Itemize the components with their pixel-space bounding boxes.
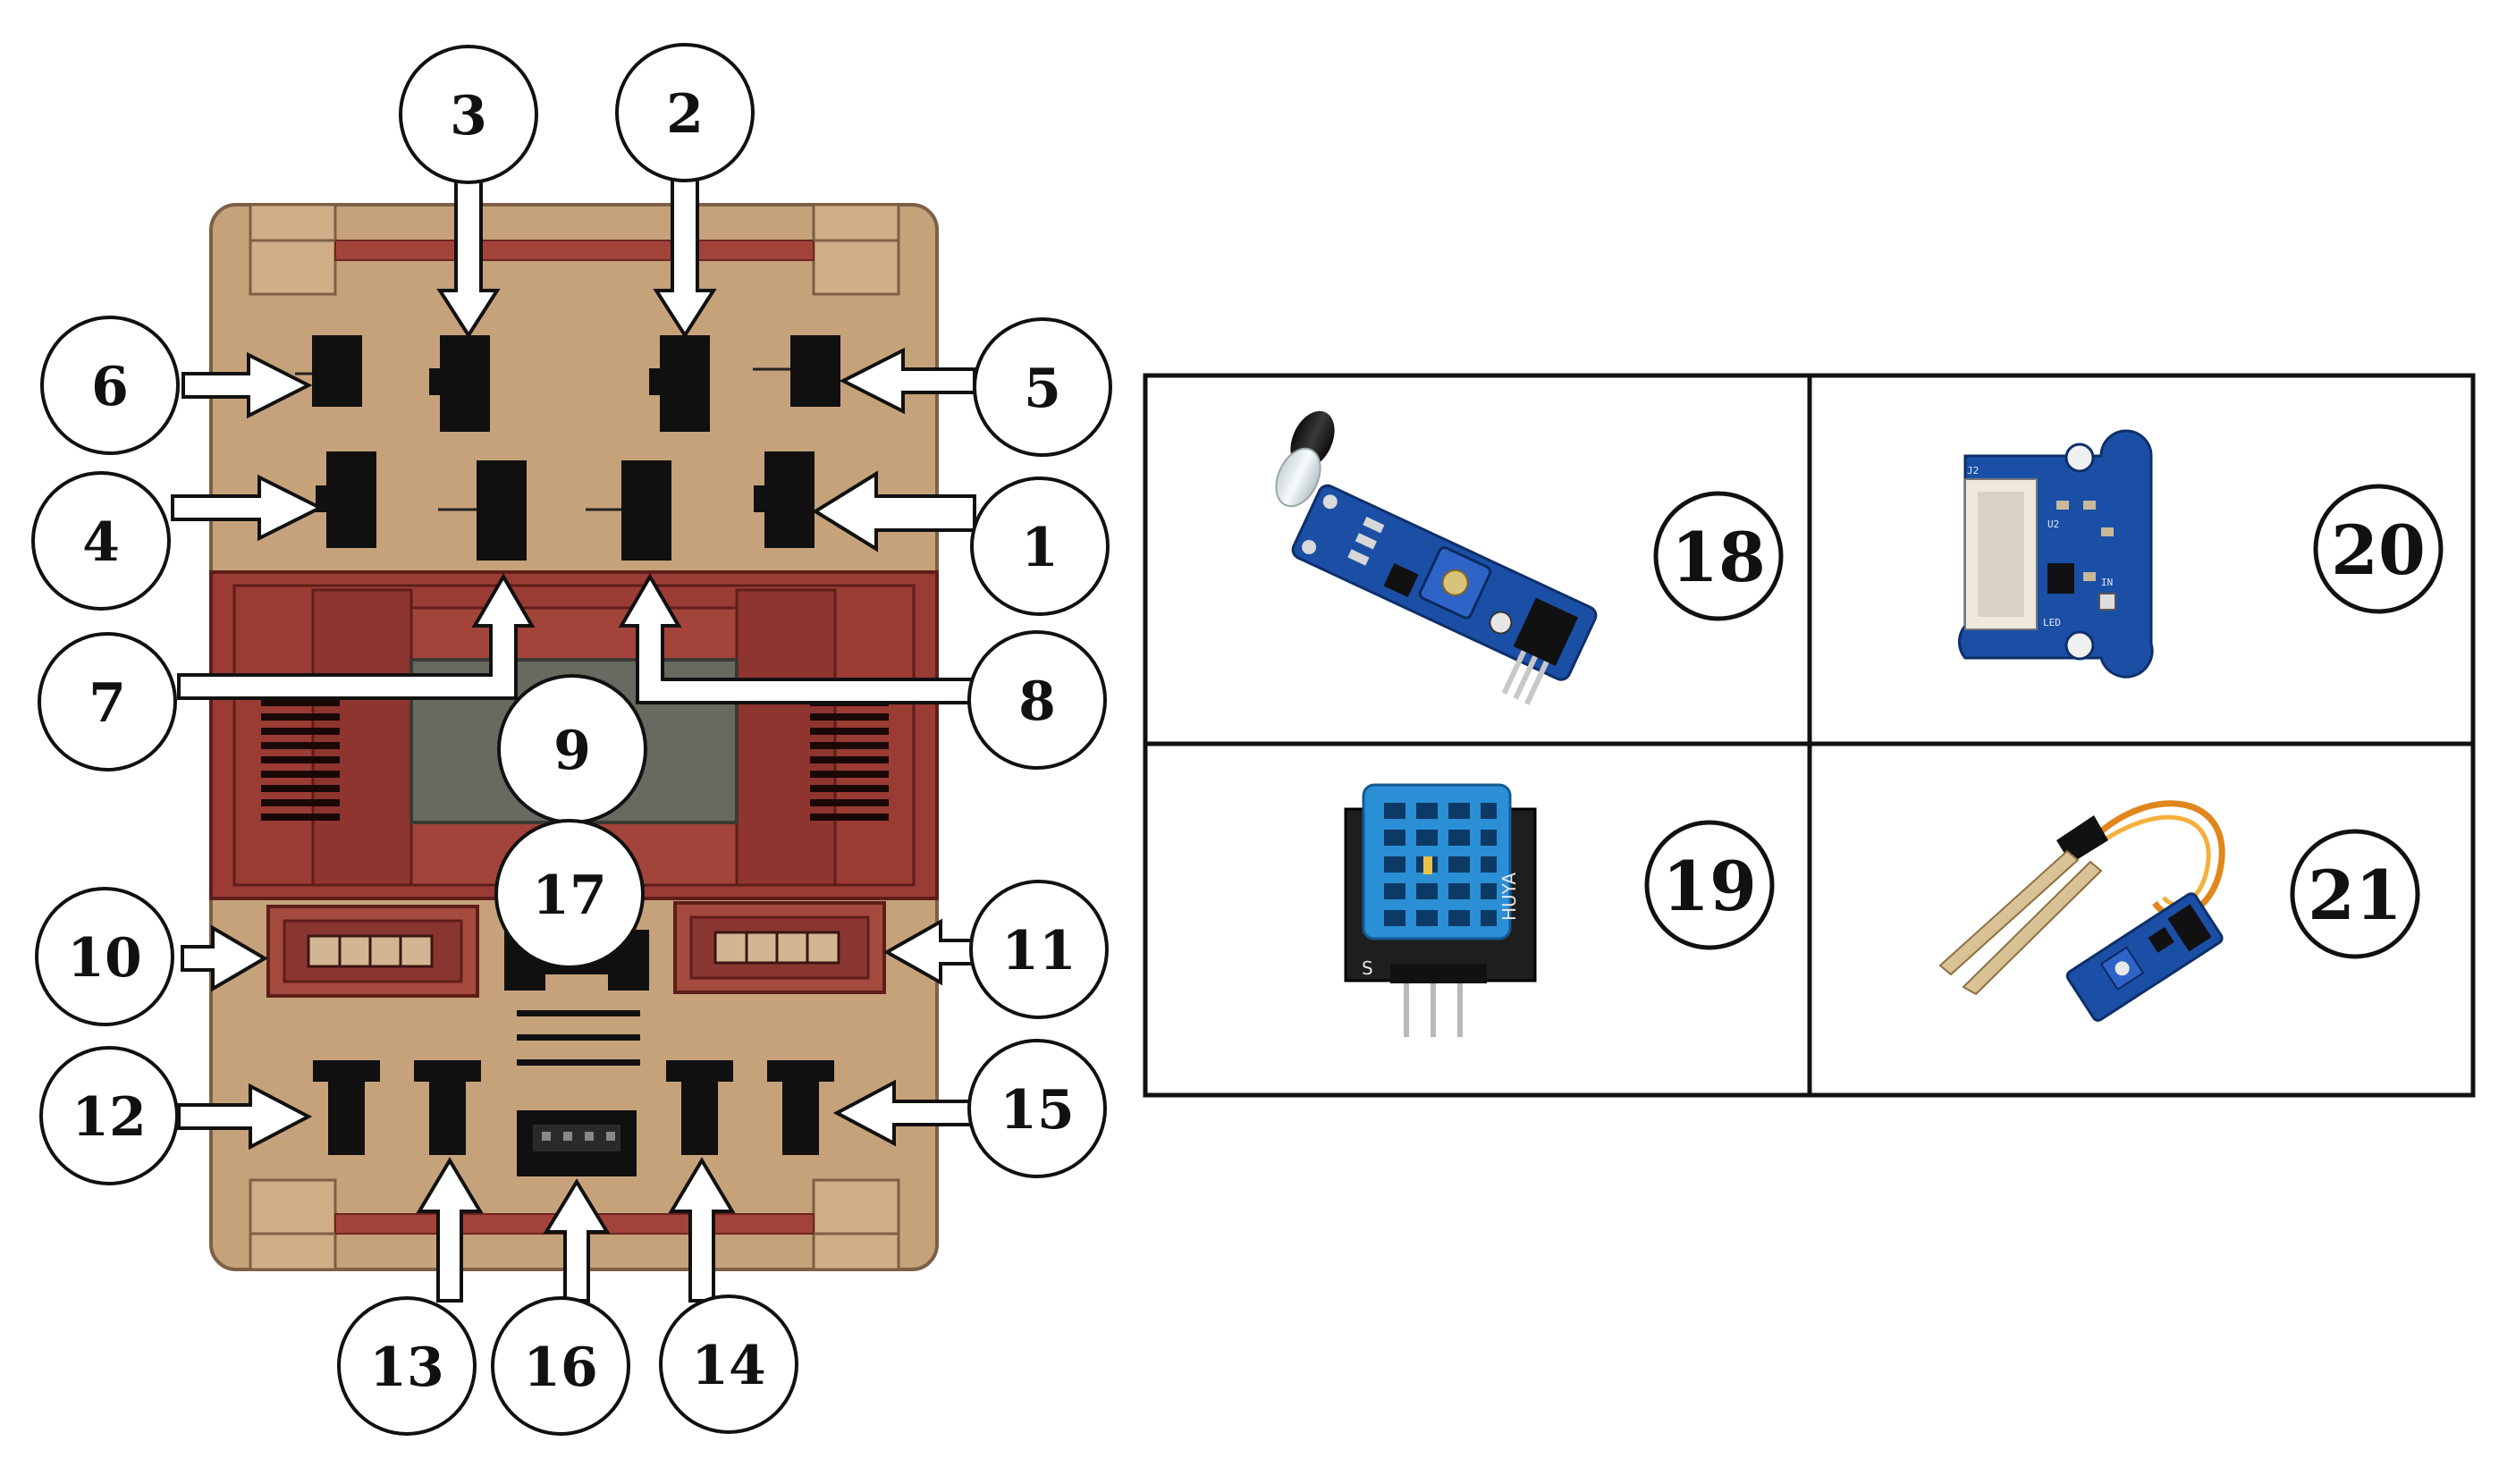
- callout-8: 8: [967, 630, 1107, 770]
- callout-label: 5: [1024, 358, 1061, 420]
- callout-label: 2: [666, 83, 704, 146]
- connector-2: [660, 335, 710, 432]
- callout-18: [1653, 491, 1784, 621]
- arrow-15: [832, 1079, 975, 1147]
- callout-label: 11: [1001, 920, 1076, 982]
- callout-5: 5: [973, 317, 1112, 457]
- callout-label: 18: [1671, 518, 1766, 597]
- callout-label: 16: [523, 1336, 598, 1399]
- lower-controls: [266, 901, 886, 1176]
- sensor-18-ir-obstacle: 18: [1275, 410, 1784, 705]
- callout-12: 12: [39, 1046, 179, 1185]
- arrow-2: [653, 177, 717, 339]
- connector-7: [477, 460, 527, 561]
- callout-14: 14: [659, 1294, 798, 1434]
- arrow-16: [543, 1178, 611, 1303]
- callout-label: 17: [532, 864, 607, 927]
- arrow-6: [181, 351, 313, 419]
- dht-brand-text: HUYA: [1498, 873, 1520, 921]
- callout-label: 19: [1662, 847, 1757, 926]
- callout-label: 10: [67, 927, 142, 990]
- callout-17: 17: [494, 819, 645, 969]
- callout-label: 12: [72, 1086, 147, 1149]
- callout-label: 3: [450, 85, 487, 148]
- arrow-12: [177, 1083, 313, 1151]
- connector-13: [414, 1060, 481, 1155]
- arrow-7: [177, 573, 536, 700]
- callout-label: 6: [91, 356, 129, 418]
- top-rail: [334, 240, 815, 261]
- pcb-marking-in: IN: [2101, 577, 2113, 588]
- pcb-marking-led: LED: [2043, 617, 2061, 628]
- top-connectors-row: [295, 335, 840, 432]
- callout-21: [2290, 829, 2420, 959]
- callout-9: 9: [497, 674, 647, 824]
- callout-13: 13: [337, 1296, 477, 1436]
- sensor-19-dht: S HUYA 19: [1344, 783, 1775, 1037]
- right-vent-slots: [810, 699, 889, 821]
- callout-arrows: [171, 177, 976, 1303]
- arrow-10: [181, 924, 268, 992]
- arrow-3: [436, 177, 501, 339]
- dht-pin-label: S: [1362, 957, 1373, 979]
- bottom-right-corner-tab: [812, 1178, 900, 1271]
- arrow-11: [882, 918, 975, 986]
- callout-1: 1: [970, 476, 1110, 616]
- sensor-21-soil-moisture: 21: [1938, 800, 2420, 1022]
- arrow-8: [618, 573, 976, 704]
- sensor-grid: [1143, 373, 2476, 1098]
- arrow-14: [668, 1157, 736, 1303]
- callout-11: 11: [969, 880, 1109, 1019]
- second-connectors-row: [316, 451, 815, 561]
- sensor-20-light-module: LED IN J2 U2 20: [1958, 429, 2444, 679]
- callout-6: 6: [40, 316, 180, 455]
- callout-3: 3: [399, 45, 538, 184]
- bottom-left-corner-tab: [249, 1178, 337, 1271]
- connector-3: [440, 335, 490, 432]
- connector-15: [767, 1060, 834, 1155]
- callout-label: 13: [369, 1336, 444, 1399]
- callout-label: 1: [1021, 517, 1059, 579]
- callout-label: 20: [2331, 510, 2426, 590]
- callout-label: 21: [2308, 856, 2402, 935]
- dht-grille: [1384, 803, 1497, 926]
- connector-12: [313, 1060, 380, 1155]
- callout-4: 4: [31, 471, 171, 611]
- arrow-4: [171, 474, 325, 542]
- callout-16: 16: [491, 1296, 630, 1436]
- callout-label: 14: [691, 1335, 766, 1397]
- left-vent-slots: [261, 699, 340, 821]
- callout-10: 10: [35, 887, 174, 1026]
- callout-19: [1644, 820, 1775, 950]
- arrow-5: [839, 347, 976, 415]
- callout-label: 4: [82, 511, 120, 574]
- callout-label: 15: [1000, 1079, 1075, 1142]
- callout-label: 9: [553, 720, 591, 782]
- connector-5: [790, 335, 840, 407]
- top-left-corner-tab: [249, 203, 337, 296]
- board-callouts: 3 2 6 5 4 1 7 8: [31, 43, 1112, 1436]
- connector-14: [666, 1060, 733, 1155]
- callout-label: 8: [1018, 670, 1056, 733]
- connector-6: [312, 335, 362, 407]
- connector-1: [764, 451, 815, 548]
- connector-4: [326, 451, 376, 548]
- callout-7: 7: [38, 632, 177, 772]
- top-right-corner-tab: [812, 203, 900, 296]
- callout-15: 15: [967, 1039, 1107, 1178]
- pcb-marking-u2: U2: [2047, 519, 2059, 530]
- arrow-13: [416, 1157, 484, 1303]
- callout-20: [2313, 484, 2444, 614]
- arrow-1: [812, 470, 976, 552]
- callout-2: 2: [615, 43, 755, 182]
- connector-8: [621, 460, 671, 561]
- pcb-marking-j2: J2: [1967, 465, 1979, 476]
- callout-label: 7: [89, 672, 126, 735]
